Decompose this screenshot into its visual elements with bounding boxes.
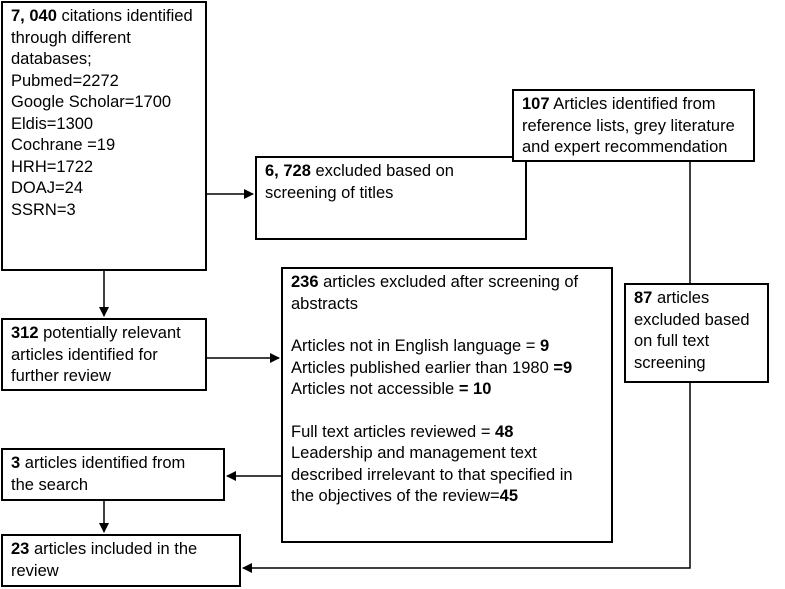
- full-text-excluded-line-1: 87 articles: [634, 289, 710, 307]
- full-text-excluded-box: 87 articles excluded based on full text …: [624, 283, 769, 383]
- citations-google-scholar: Google Scholar=1700: [11, 93, 172, 111]
- citations-hrh: HRH=1722: [11, 157, 94, 176]
- full-text-excluded-line-4: screening: [634, 353, 706, 372]
- citations-ssrn: SSRN=3: [11, 200, 76, 219]
- reference-articles-box: 107 Articles identified from reference l…: [512, 89, 755, 162]
- included-box: 23 articles included in the review: [1, 534, 241, 587]
- citations-title: 7, 040 citations identified: [11, 7, 193, 25]
- relevant-articles-line-2: articles identified for: [11, 345, 158, 364]
- citations-cochrane: Cochrane =19: [11, 136, 116, 154]
- citations-doaj: DOAJ=24: [11, 179, 83, 197]
- search-articles-box: 3 articles identified from the search: [1, 448, 225, 501]
- relevant-articles-line-3: further review: [11, 367, 111, 385]
- included-line-1: 23 articles included in the: [11, 540, 198, 558]
- irrelevant-line-1: Leadership and management text: [291, 444, 537, 462]
- arrow-full-text-to-included: [242, 383, 691, 573]
- irrelevant-line-2: described irrelevant to that specified i…: [291, 465, 573, 484]
- reference-articles-line-3: and expert recommendation: [522, 138, 728, 156]
- included-line-2: review: [11, 561, 59, 580]
- search-articles-line-2: the search: [11, 475, 89, 494]
- citations-identified-box: 7, 040 citations identified through diff…: [1, 1, 207, 271]
- full-text-excluded-line-3: on full text: [634, 332, 710, 350]
- full-text-excluded-line-2: excluded based: [634, 310, 750, 329]
- excluded-titles-line-1: 6, 728 excluded based on: [265, 162, 454, 180]
- before-1980-line: Articles published earlier than 1980 =9: [291, 358, 573, 377]
- citations-line-2: databases;: [11, 50, 92, 68]
- search-articles-line-1: 3 articles identified from: [11, 454, 186, 472]
- reference-articles-line-1: 107 Articles identified from: [522, 95, 716, 113]
- excluded-titles-line-2: screening of titles: [265, 183, 394, 202]
- not-accessible-line: Articles not accessible = 10: [291, 380, 492, 398]
- relevant-articles-line-1: 312 potentially relevant: [11, 324, 181, 342]
- citations-eldis: Eldis=1300: [11, 114, 94, 133]
- full-text-reviewed-line: Full text articles reviewed = 48: [291, 422, 514, 441]
- excluded-titles-box: 6, 728 excluded based on screening of ti…: [255, 156, 527, 240]
- citations-pubmed: Pubmed=2272: [11, 71, 119, 90]
- citations-line-1: through different: [11, 28, 131, 47]
- relevant-articles-box: 312 potentially relevant articles identi…: [1, 318, 207, 391]
- abstract-exclusion-box: 236 articles excluded after screening of…: [281, 267, 613, 543]
- not-english-line: Articles not in English language = 9: [291, 337, 550, 355]
- abstract-exclusion-line-2: abstracts: [291, 294, 358, 313]
- reference-articles-line-2: reference lists, grey literature: [522, 116, 735, 135]
- abstract-exclusion-line-1: 236 articles excluded after screening of: [291, 273, 579, 291]
- irrelevant-line-3: the objectives of the review=45: [291, 487, 519, 505]
